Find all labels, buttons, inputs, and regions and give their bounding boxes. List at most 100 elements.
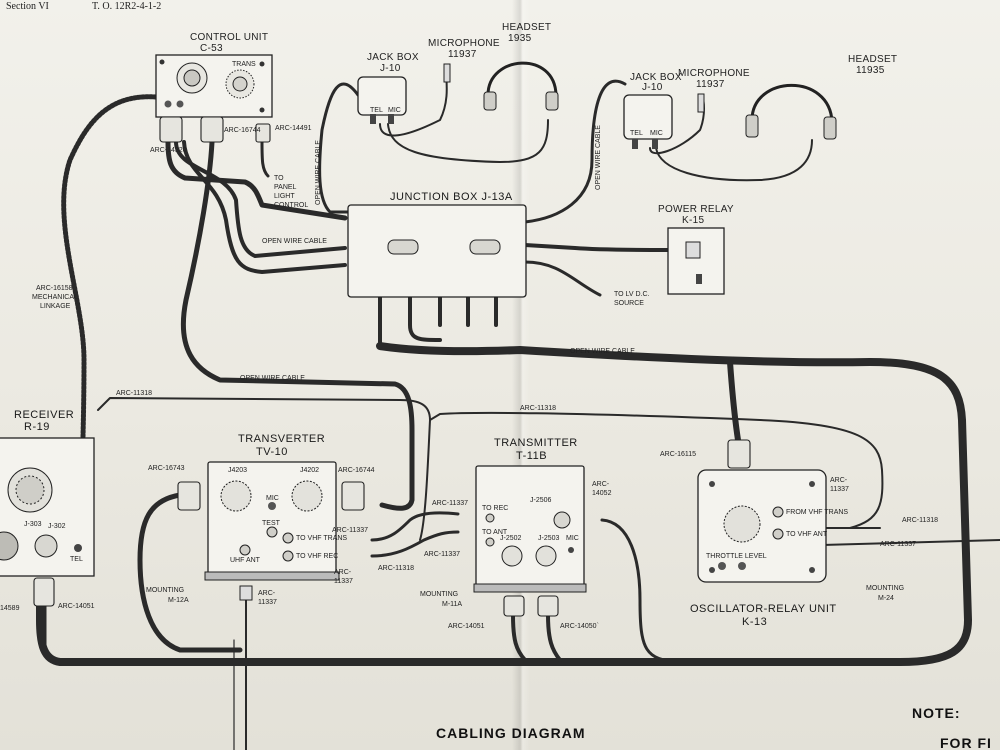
jackbox-1: JACK BOX J-10 TEL MIC: [357, 52, 419, 124]
section-label: Section VI: [6, 1, 49, 12]
label-arc16115: ARC-16115: [660, 451, 696, 458]
cable-open-wire-left2: [182, 140, 347, 274]
svg-text:ARC-: ARC-: [830, 477, 848, 484]
power-relay: POWER RELAY K-15: [658, 204, 734, 295]
svg-text:11937: 11937: [448, 49, 477, 60]
cable-jackbox1-junction: [318, 82, 360, 214]
cable-main-loop: [36, 342, 972, 666]
cable-jackbox2-junction: [523, 79, 627, 224]
for-label: FOR FI: [940, 735, 992, 750]
transverter: TRANSVERTER TV-10 J4203 J4202 MIC TEST U…: [177, 433, 365, 601]
junction-title: JUNCTION BOX J-13A: [390, 191, 513, 203]
svg-text:J-303: J-303: [24, 521, 42, 528]
cable-open-wire-left: [174, 140, 347, 258]
label-arc14051-rx: ARC-14051: [58, 603, 95, 610]
svg-text:K-15: K-15: [682, 215, 704, 226]
svg-text:MICROPHONE: MICROPHONE: [678, 68, 750, 79]
svg-text:J-2503: J-2503: [538, 535, 560, 542]
label-arc14052: ARC- 14052: [592, 481, 612, 497]
svg-text:OSCILLATOR-RELAY UNIT: OSCILLATOR-RELAY UNIT: [690, 603, 837, 615]
svg-text:POWER RELAY: POWER RELAY: [658, 204, 734, 215]
svg-text:TO VHF TRANS: TO VHF TRANS: [296, 535, 347, 542]
svg-text:MICROPHONE: MICROPHONE: [428, 38, 500, 49]
svg-text:TRANSMITTER: TRANSMITTER: [494, 437, 578, 449]
label-arc11337-d: ARC- 11337: [258, 590, 277, 606]
label-arc16744-top: ARC-16744: [224, 127, 261, 134]
label-mount12a: MOUNTING M-12A: [146, 587, 189, 604]
svg-text:R-19: R-19: [24, 421, 50, 433]
cable-arc16743: [137, 492, 243, 653]
svg-text:LINKAGE: LINKAGE: [40, 303, 71, 310]
oscillator-relay-unit: FROM VHF TRANS TO VHF ANT THROTTLE LEVEL…: [690, 439, 848, 628]
svg-text:JACK BOX: JACK BOX: [367, 52, 419, 63]
label-arc11337-f: ARC-11337: [424, 551, 460, 558]
svg-text:MOUNTING: MOUNTING: [420, 591, 458, 598]
svg-text:TO LV D.C.: TO LV D.C.: [614, 291, 650, 298]
svg-text:11337: 11337: [830, 486, 849, 493]
jackbox-2: JACK BOX J-10 TEL MIC: [623, 72, 682, 149]
label-arc14051-tx: ARC-14051: [448, 623, 485, 630]
svg-text:TEL: TEL: [70, 556, 83, 563]
label-arc16743: ARC-16743: [148, 465, 185, 472]
label-open-wire-vert: OPEN WIRE CABLE: [315, 140, 322, 205]
receiver: RECEIVER R-19 J-303 J-302 TEL: [0, 409, 95, 607]
cable-arc14050: [546, 613, 562, 662]
label-arc11337-e: ARC- 11337: [830, 477, 849, 493]
mechanical-linkage-cable: [61, 94, 159, 498]
diagram-title: CABLING DIAGRAM: [436, 725, 586, 741]
cable-arc14320: [165, 139, 348, 221]
svg-text:J-10: J-10: [380, 63, 401, 74]
svg-text:11337: 11337: [258, 599, 277, 606]
svg-text:FROM VHF TRANS: FROM VHF TRANS: [786, 509, 848, 516]
cable-relay-lv: [523, 260, 602, 297]
svg-text:TEL: TEL: [630, 130, 643, 137]
svg-text:J4203: J4203: [228, 467, 247, 474]
cable-arc14052: [600, 518, 682, 664]
svg-text:14052: 14052: [592, 490, 612, 497]
svg-text:PANEL: PANEL: [274, 184, 297, 191]
svg-text:M-11A: M-11A: [442, 601, 462, 608]
svg-text:UHF ANT: UHF ANT: [230, 557, 261, 564]
cable-arc14491: [260, 140, 270, 178]
cable-arc11337-tv-tx2: [370, 530, 460, 558]
label-arc11318-tx: ARC-11318: [378, 565, 414, 572]
junction-box: JUNCTION BOX J-13A: [347, 191, 527, 298]
svg-text:LIGHT: LIGHT: [274, 193, 295, 200]
label-mount11a: MOUNTING M-11A: [420, 591, 462, 608]
svg-text:TRANSVERTER: TRANSVERTER: [238, 433, 325, 445]
microphone-1: MICROPHONE 11937: [428, 38, 500, 83]
cable-arc11318-long: [97, 397, 884, 529]
label-open-wire-mid: OPEN WIRE CABLE: [240, 375, 305, 382]
to-number: T. O. 12R2-4-1-2: [92, 1, 161, 12]
svg-text:K-13: K-13: [742, 616, 767, 628]
svg-text:ARC-16744: ARC-16744: [224, 127, 261, 134]
svg-text:T-11B: T-11B: [516, 450, 547, 462]
svg-text:MIC: MIC: [388, 107, 401, 114]
svg-text:SOURCE: SOURCE: [614, 300, 644, 307]
label-arc14050: ARC-14050`: [560, 623, 599, 630]
svg-text:THROTTLE LEVEL: THROTTLE LEVEL: [706, 553, 767, 560]
svg-text:TO VHF REC: TO VHF REC: [296, 553, 338, 560]
svg-text:RECEIVER: RECEIVER: [14, 409, 74, 421]
svg-text:11337: 11337: [334, 578, 353, 585]
transmitter: TRANSMITTER T-11B TO REC TO ANT J-2506 J…: [473, 437, 587, 617]
svg-text:J-302: J-302: [48, 523, 66, 530]
svg-text:MIC: MIC: [650, 130, 663, 137]
svg-text:J-2506: J-2506: [530, 497, 552, 504]
label-arc11337-a: ARC-11337: [332, 527, 368, 534]
svg-text:J-2502: J-2502: [500, 535, 522, 542]
svg-text:ARC-16158: ARC-16158: [36, 285, 73, 292]
svg-text:ARC-: ARC-: [258, 590, 276, 597]
junction-down-legs: [378, 294, 522, 352]
label-to-lv: TO LV D.C. SOURCE: [614, 291, 650, 307]
svg-text:1935: 1935: [508, 33, 532, 44]
svg-text:CONTROL: CONTROL: [274, 202, 308, 209]
label-arc16158: ARC-16158 MECHANICAL LINKAGE: [32, 285, 78, 310]
label-arc14491: ARC-14491: [275, 125, 312, 132]
cable-osc-coax2: [821, 539, 1000, 546]
svg-text:JACK BOX: JACK BOX: [630, 72, 682, 83]
label-open-wire-left: OPEN WIRE CABLE: [262, 238, 327, 245]
svg-text:HEADSET: HEADSET: [848, 54, 897, 65]
label-arc16744-tv: ARC-16744: [338, 467, 375, 474]
label-arc11337-c: ARC- 11337: [334, 569, 353, 585]
